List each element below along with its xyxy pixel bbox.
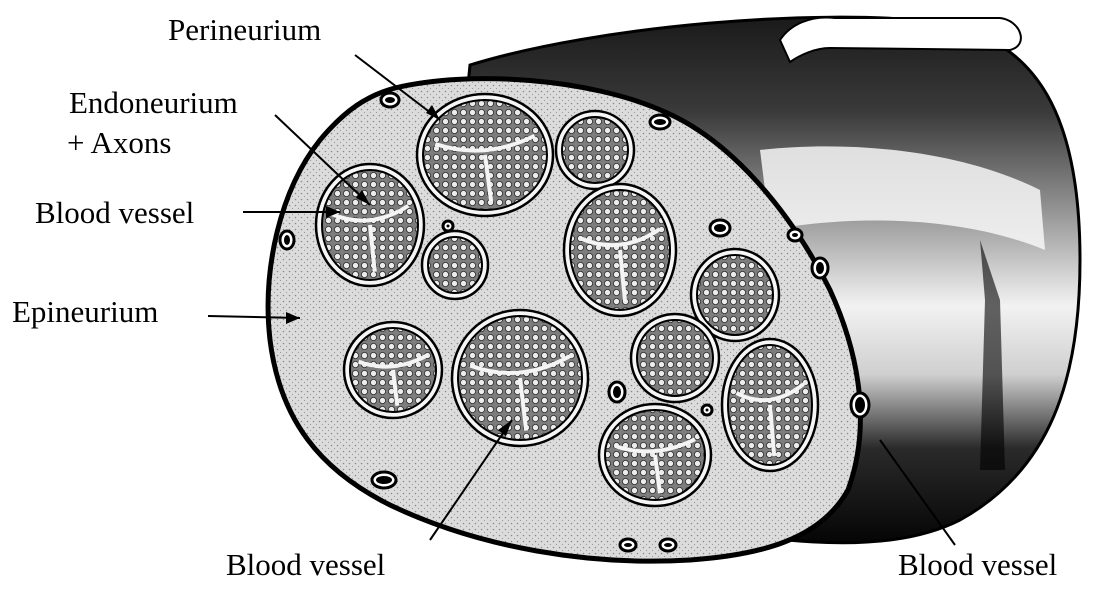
blood-vessel-lumen (376, 476, 392, 484)
blood-vessel-lumen (816, 262, 824, 274)
fascicle-axons (637, 320, 713, 396)
fascicle-axons (562, 117, 628, 183)
label-blood-vessel-right: Blood vessel (898, 548, 1057, 582)
blood-vessel-lumen (284, 235, 290, 245)
label-blood-vessel-left: Blood vessel (35, 196, 194, 230)
label-endoneurium: Endoneurium (69, 86, 238, 120)
blood-vessel-lumen (624, 543, 632, 547)
blood-vessel-lumen (792, 233, 798, 237)
blood-vessel-lumen (385, 97, 395, 103)
label-perineurium: Perineurium (168, 13, 321, 47)
fascicle-axons (697, 255, 773, 335)
label-blood-vessel-bottom: Blood vessel (226, 548, 385, 582)
blood-vessel-lumen (855, 397, 865, 413)
blood-vessel-lumen (447, 225, 450, 228)
label-axons: + Axons (67, 126, 171, 160)
blood-vessel-lumen (654, 119, 666, 125)
blood-vessel-lumen (613, 386, 621, 398)
label-epineurium: Epineurium (12, 295, 158, 329)
blood-vessel-lumen (664, 543, 672, 547)
blood-vessel-lumen (714, 224, 726, 232)
blood-vessel-lumen (706, 409, 709, 412)
fascicle-axons (428, 237, 482, 293)
